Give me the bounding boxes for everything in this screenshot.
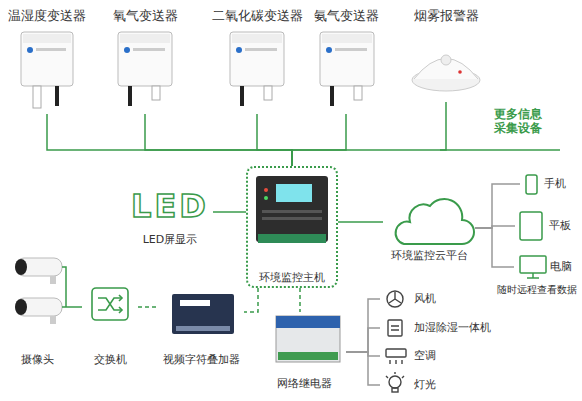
node-label: 氨气变送器 [314, 8, 379, 24]
connector [292, 114, 346, 166]
overlay-figure [172, 294, 234, 334]
cloud-node: 环境监控云平台 [383, 192, 475, 264]
node-label: 氧气变送器 [113, 8, 178, 24]
node-label: 环境监控主机 [259, 271, 325, 284]
sensor-node: 二氧化碳变送器 [208, 6, 307, 114]
camera-figure [15, 258, 70, 324]
connector [47, 114, 292, 166]
led-display-node: LED LED屏显示 [127, 188, 213, 248]
overlay-node: 视频字符叠加器 [158, 286, 244, 368]
connector [257, 114, 292, 166]
led-letters: LED [131, 190, 209, 222]
connector [346, 352, 380, 385]
node-label: 风机 [414, 292, 436, 305]
note-label: 更多信息 采集设备 [494, 108, 550, 136]
connector [145, 114, 292, 166]
node-label: 电脑 [550, 260, 572, 273]
connector [346, 299, 380, 352]
node-label: 视频字符叠加器 [163, 353, 240, 366]
camera-node: 摄像头 [4, 252, 70, 368]
node-label: LED屏显示 [143, 233, 198, 246]
bus-line [440, 149, 560, 151]
note-label: 随时远程查看数据 [497, 284, 577, 296]
connector [338, 221, 383, 223]
terminal-node: 手机 [520, 172, 578, 196]
computer-icon [520, 256, 546, 278]
output-node: 加湿除湿一体机 [380, 316, 500, 340]
output-node: 风机 [380, 288, 450, 310]
node-label: 加湿除湿一体机 [414, 321, 491, 334]
transmitter-figure [118, 32, 172, 106]
node-label: 烟雾报警器 [414, 8, 479, 24]
node-label: 网络继电器 [277, 377, 332, 390]
connector [213, 211, 246, 213]
connector [244, 288, 258, 312]
smoke-detector-figure [412, 55, 480, 91]
node-label: 空调 [414, 349, 436, 362]
node-label: 温湿度变送器 [8, 8, 86, 24]
output-node: 空调 [380, 345, 450, 367]
connector [475, 184, 520, 228]
switch-icon [92, 288, 128, 320]
cloud-shape [396, 199, 474, 244]
node-label: 摄像头 [21, 353, 54, 366]
terminal-node: 电脑 [514, 253, 580, 281]
transmitter-figure [320, 32, 374, 106]
host-figure [256, 176, 328, 243]
transmitter-figure [21, 32, 73, 108]
sensor-node: 温湿度变送器 [4, 6, 90, 114]
node-label: 二氧化碳变送器 [212, 8, 303, 24]
connector [299, 288, 301, 312]
terminal-node: 平板 [515, 210, 579, 242]
connector [138, 306, 158, 308]
node-label: 灯光 [414, 378, 436, 391]
tablet-icon [520, 212, 542, 240]
connector [475, 228, 514, 267]
connector [292, 102, 446, 166]
connector [346, 328, 380, 352]
connector [70, 306, 82, 308]
host-box: 环境监控主机 [246, 166, 338, 288]
relay-node: 网络继电器 [262, 312, 346, 392]
output-node: 灯光 [380, 373, 450, 397]
sensor-node: 氧气变送器 [105, 6, 185, 114]
node-label: 手机 [544, 177, 566, 190]
relay-figure [276, 316, 340, 362]
transmitter-figure [230, 32, 284, 106]
output-icons [386, 291, 406, 392]
switch-node: 交换机 [82, 282, 138, 368]
node-label: 环境监控云平台 [391, 249, 468, 262]
phone-icon [526, 175, 537, 194]
node-label: 交换机 [94, 353, 127, 366]
node-label: 平板 [549, 219, 571, 232]
alarm-node: 烟雾报警器 [405, 6, 487, 102]
sensor-node: 氨气变送器 [305, 6, 387, 114]
